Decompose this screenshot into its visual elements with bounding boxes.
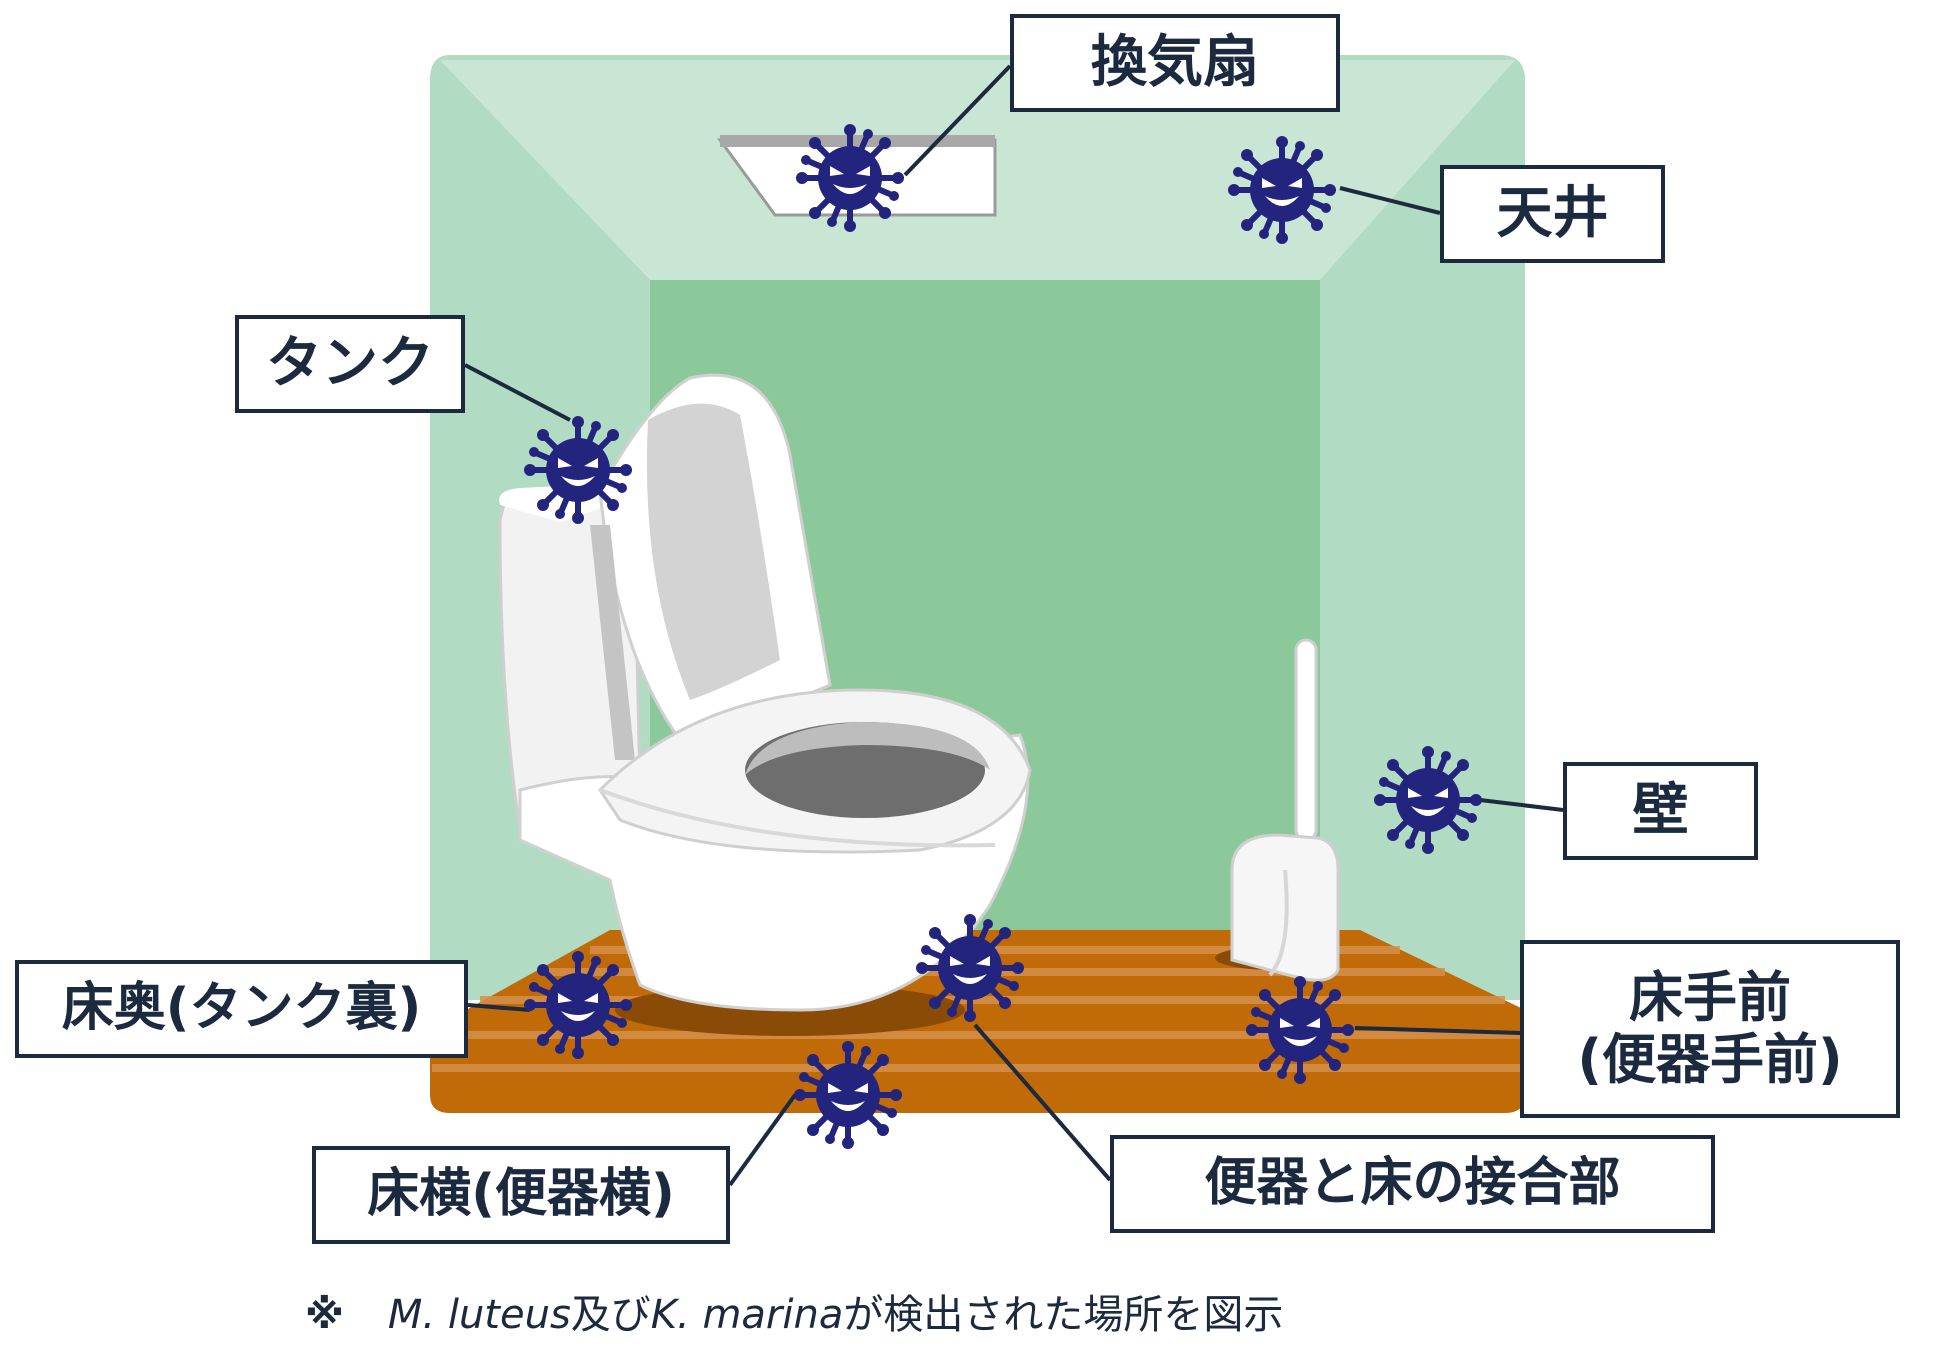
label-ceiling-text: 天井 (1496, 180, 1609, 246)
footnote-species-2: K. marina (650, 1292, 844, 1338)
label-floor-back: 床奥(タンク裏) (15, 960, 468, 1058)
footnote: ※ M. luteus及びK. marinaが検出された場所を図示 (305, 1282, 1283, 1340)
label-floor-front-line1: 床手前 (1628, 965, 1791, 1029)
germ-icon (794, 1041, 902, 1149)
label-floor-side: 床横(便器横) (312, 1146, 730, 1244)
label-ceiling: 天井 (1440, 165, 1665, 263)
label-wall: 壁 (1563, 762, 1758, 860)
footnote-conjunction: 及び (570, 1292, 651, 1338)
germ-icon (524, 951, 632, 1059)
germ-icon (524, 416, 632, 524)
footnote-rest: が検出された場所を図示 (843, 1292, 1284, 1338)
label-ventilation-fan-text: 換気扇 (1091, 29, 1259, 95)
germ-icon (796, 124, 904, 232)
toilet-brush-icon (1215, 638, 1340, 982)
label-ventilation-fan: 換気扇 (1010, 14, 1340, 112)
footnote-species-1: M. luteus (387, 1292, 571, 1338)
germ-icon (1246, 976, 1354, 1084)
label-floor-side-text: 床横(便器横) (367, 1164, 675, 1225)
germ-icon (916, 914, 1024, 1022)
label-toilet-floor-joint: 便器と床の接合部 (1110, 1135, 1715, 1233)
label-tank: タンク (235, 315, 465, 413)
leader-lines (464, 64, 1564, 1187)
germ-icon (1228, 136, 1336, 244)
toilet-icon (498, 373, 1032, 1036)
label-toilet-floor-joint-text: 便器と床の接合部 (1204, 1153, 1621, 1214)
footnote-mark: ※ (305, 1292, 344, 1338)
label-tank-text: タンク (266, 330, 434, 396)
label-floor-front: 床手前 (便器手前) (1520, 940, 1900, 1118)
germ-icon (1374, 746, 1482, 854)
label-floor-front-line2: (便器手前) (1577, 1028, 1843, 1091)
label-wall-text: 壁 (1632, 777, 1689, 843)
label-floor-back-text: 床奥(タンク裏) (61, 978, 422, 1039)
